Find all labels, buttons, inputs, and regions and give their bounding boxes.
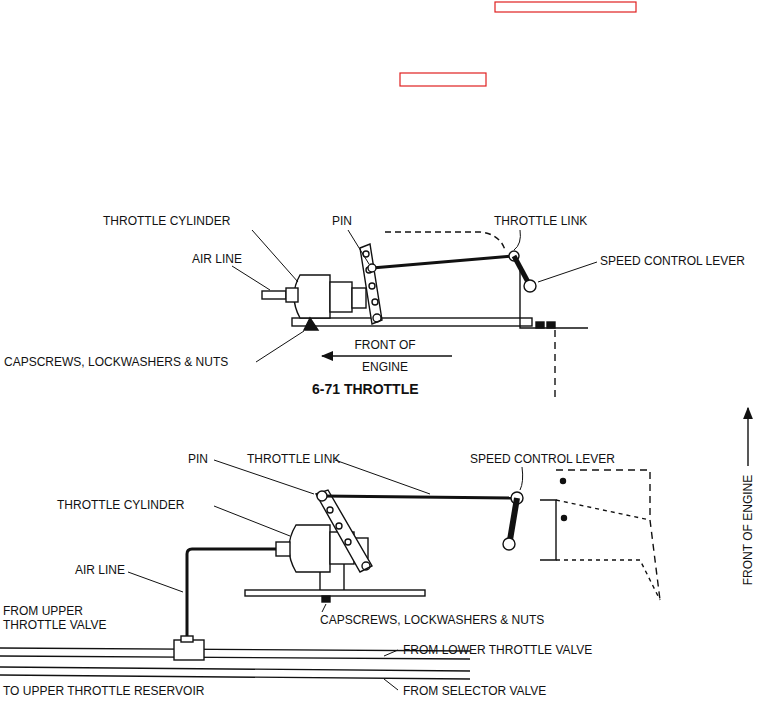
part-name: THROTTLE LINK [247,452,340,466]
direction-note: FRONT OF ENGINE [741,475,755,585]
pipe-name: FROM LOWER THROTTLE VALVE [403,643,592,657]
view-caption: 6-71 THROTTLE [312,382,419,396]
pipe-name: FROM SELECTOR VALVE [403,684,546,698]
part-name: PIN [332,214,352,228]
pipe-name: TO UPPER THROTTLE RESERVOIR [3,684,204,698]
link-box [495,2,636,12]
part-name: AIR LINE [192,252,242,266]
plan-view [0,408,748,690]
pipe-name: FROM UPPER THROTTLE VALVE [3,604,113,632]
part-name: SPEED CONTROL LEVER [600,254,745,268]
part-name: THROTTLE CYLINDER [103,214,230,228]
top-view [232,230,597,400]
part-name: CAPSCREWS, LOCKWASHERS & NUTS [320,613,544,627]
link-box [400,73,486,86]
part-name: THROTTLE LINK [494,214,587,228]
part-name: AIR LINE [75,563,125,577]
part-name: THROTTLE CYLINDER [57,498,184,512]
part-name: PIN [188,452,208,466]
part-name: CAPSCREWS, LOCKWASHERS & NUTS [4,355,228,369]
direction-note: FRONT OF ENGINE [345,334,425,378]
part-name: SPEED CONTROL LEVER [470,452,615,466]
